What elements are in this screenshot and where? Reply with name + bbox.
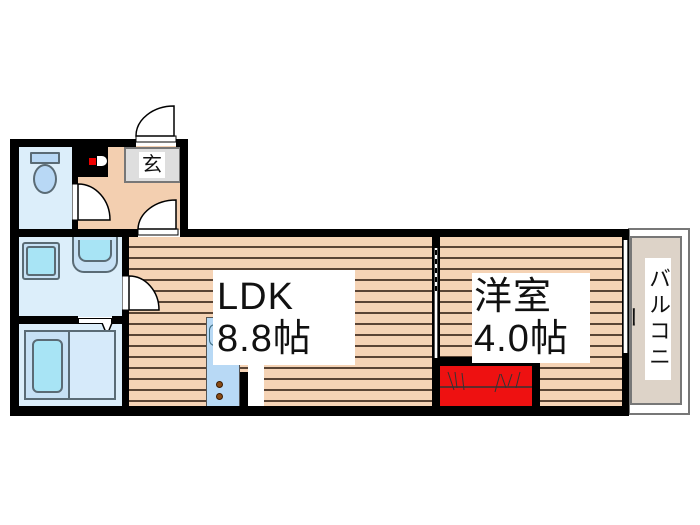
western-room-name: 洋室: [474, 276, 553, 318]
wall: [10, 406, 629, 416]
genkan-label: 玄: [139, 152, 165, 178]
wall: [180, 229, 628, 237]
toilet-bowl-icon: [33, 164, 57, 194]
wall: [10, 139, 19, 416]
washroom-door-icon: [122, 275, 160, 311]
wall: [10, 229, 138, 237]
refrigerator-space: [248, 362, 264, 408]
western-room-size: 4.0帖: [474, 318, 569, 360]
closet-wall: [532, 366, 540, 408]
ldk-room-name: LDK: [217, 275, 294, 318]
kitchen-wall: [240, 372, 248, 408]
wall: [112, 316, 124, 324]
balcony-label: バルコニー: [620, 258, 671, 380]
ldk-label: LDK 8.8帖: [213, 270, 355, 365]
ldk-floor: [128, 237, 432, 408]
intercom-icon: [96, 155, 108, 167]
sink-icon: [209, 324, 215, 346]
washbasin-bowl-icon: [78, 240, 112, 262]
wall: [10, 316, 78, 324]
stove-burner-icon: [216, 393, 223, 400]
wall: [180, 139, 188, 237]
ldk-room-size: 8.8帖: [217, 317, 312, 360]
entrance-door-icon: [135, 105, 177, 143]
balcony-window: [623, 240, 628, 353]
closet-door-icon: [440, 371, 532, 393]
ldk-door-icon: [137, 199, 179, 236]
bathtub-icon: [32, 339, 63, 393]
toilet-tank: [30, 152, 60, 164]
bathroom-door: [78, 318, 112, 324]
partition-dash: [435, 250, 437, 295]
washing-machine-icon: [26, 246, 56, 276]
stove-burner-icon: [216, 381, 223, 388]
western-room-label: 洋室 4.0帖: [472, 273, 590, 363]
partition-sliding-door: [434, 248, 438, 358]
toilet-door-icon: [72, 183, 111, 221]
breaker-icon: [89, 158, 96, 165]
wall: [122, 229, 129, 416]
